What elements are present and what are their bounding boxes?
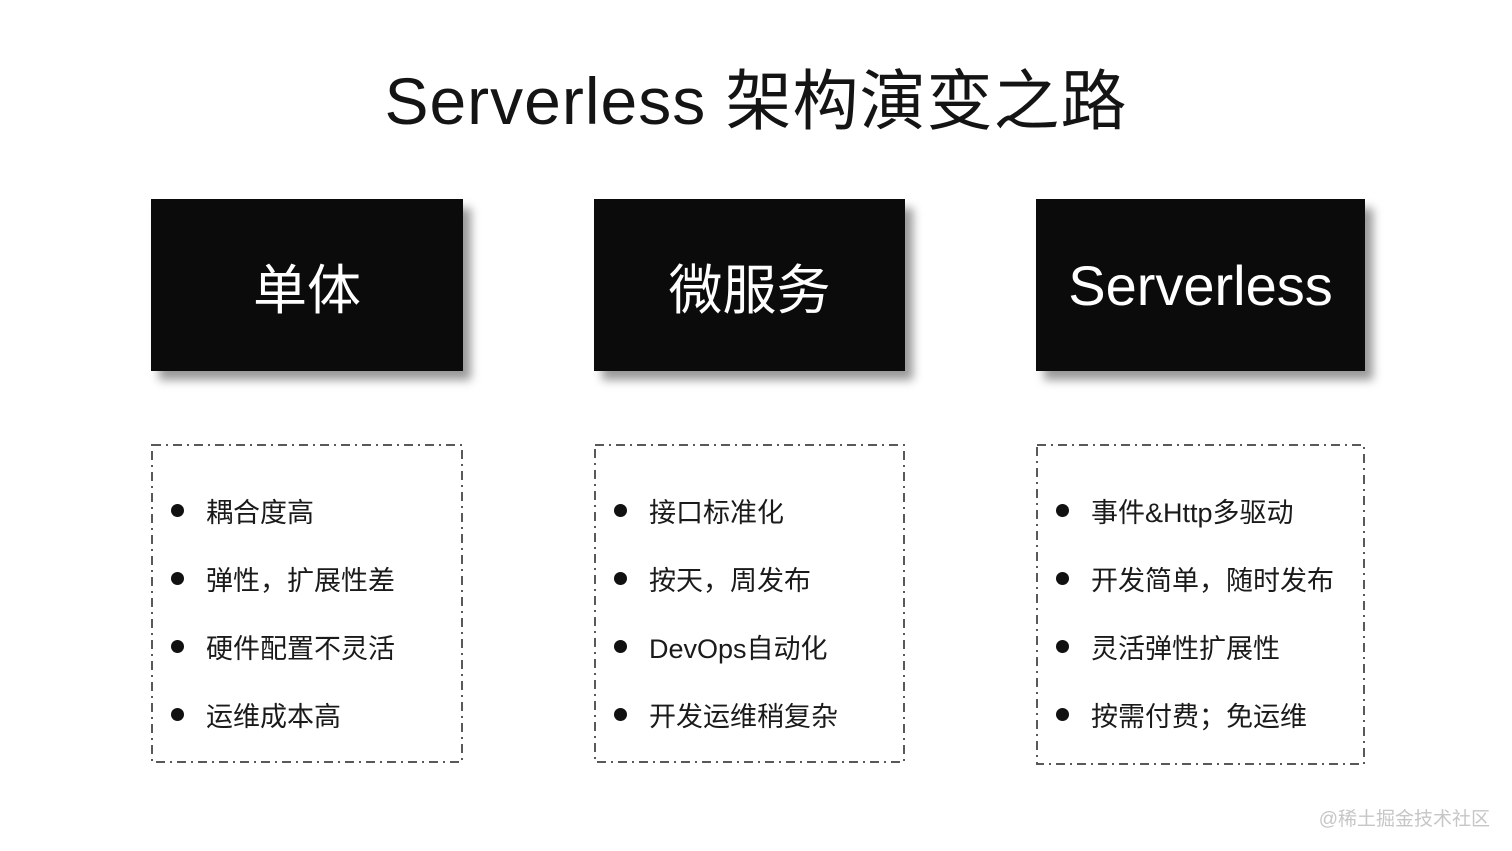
list-item-label: 耦合度高	[206, 497, 314, 528]
stage-label: 单体	[253, 260, 361, 321]
list-item-label: 开发运维稍复杂	[649, 701, 838, 732]
list-item-label: 按天，周发布	[649, 565, 811, 596]
bullet-icon	[1056, 707, 1069, 721]
bullet-icon	[171, 571, 184, 585]
list-item: DevOps自动化	[594, 612, 905, 680]
list-item: 按需付费；免运维	[1036, 680, 1365, 748]
list-item-label: 灵活弹性扩展性	[1091, 633, 1280, 664]
list-item-label: DevOps自动化	[649, 633, 828, 664]
bullet-icon	[171, 707, 184, 721]
list-item-label: 开发简单，随时发布	[1091, 565, 1334, 596]
bullet-icon	[614, 639, 627, 653]
list-item-label: 运维成本高	[206, 701, 341, 732]
stage-column-serverless: Serverless 事件&Http多驱动 开发简单，随时发布 灵活弹性扩展性 …	[1036, 199, 1365, 765]
list-item: 运维成本高	[151, 680, 463, 748]
bullet-icon	[614, 571, 627, 585]
bullet-icon	[171, 639, 184, 653]
list-item: 耦合度高	[151, 476, 463, 544]
list-item: 接口标准化	[594, 476, 905, 544]
stage-column-monolith: 单体 耦合度高 弹性，扩展性差 硬件配置不灵活 运维成本高	[151, 199, 463, 765]
list-item-label: 接口标准化	[649, 497, 784, 528]
stage-label: 微服务	[668, 260, 831, 321]
list-item-label: 事件&Http多驱动	[1091, 497, 1294, 528]
list-item: 硬件配置不灵活	[151, 612, 463, 680]
stage-label: Serverless	[1068, 253, 1333, 317]
feature-list-microservices: 接口标准化 按天，周发布 DevOps自动化 开发运维稍复杂	[594, 444, 905, 763]
watermark: @稀土掘金技术社区	[1318, 809, 1490, 830]
stage-box-microservices: 微服务	[594, 199, 905, 371]
list-item: 开发运维稍复杂	[594, 680, 905, 748]
list-item-label: 弹性，扩展性差	[206, 565, 395, 596]
bullet-icon	[1056, 639, 1069, 653]
list-item: 开发简单，随时发布	[1036, 544, 1365, 612]
stage-box-monolith: 单体	[151, 199, 463, 371]
bullet-icon	[614, 707, 627, 721]
feature-list-monolith: 耦合度高 弹性，扩展性差 硬件配置不灵活 运维成本高	[151, 444, 463, 763]
stage-column-microservices: 微服务 接口标准化 按天，周发布 DevOps自动化 开发运维稍复杂	[594, 199, 905, 765]
list-item-label: 硬件配置不灵活	[206, 633, 395, 664]
bullet-icon	[171, 503, 184, 517]
list-item: 灵活弹性扩展性	[1036, 612, 1365, 680]
bullet-icon	[1056, 503, 1069, 517]
feature-list-serverless: 事件&Http多驱动 开发简单，随时发布 灵活弹性扩展性 按需付费；免运维	[1036, 444, 1365, 765]
list-item: 事件&Http多驱动	[1036, 476, 1365, 544]
list-item: 弹性，扩展性差	[151, 544, 463, 612]
list-item-label: 按需付费；免运维	[1091, 701, 1307, 732]
list-item: 按天，周发布	[594, 544, 905, 612]
bullet-icon	[1056, 571, 1069, 585]
page-title: Serverless 架构演变之路	[384, 64, 1128, 138]
bullet-icon	[614, 503, 627, 517]
stage-box-serverless: Serverless	[1036, 199, 1365, 371]
